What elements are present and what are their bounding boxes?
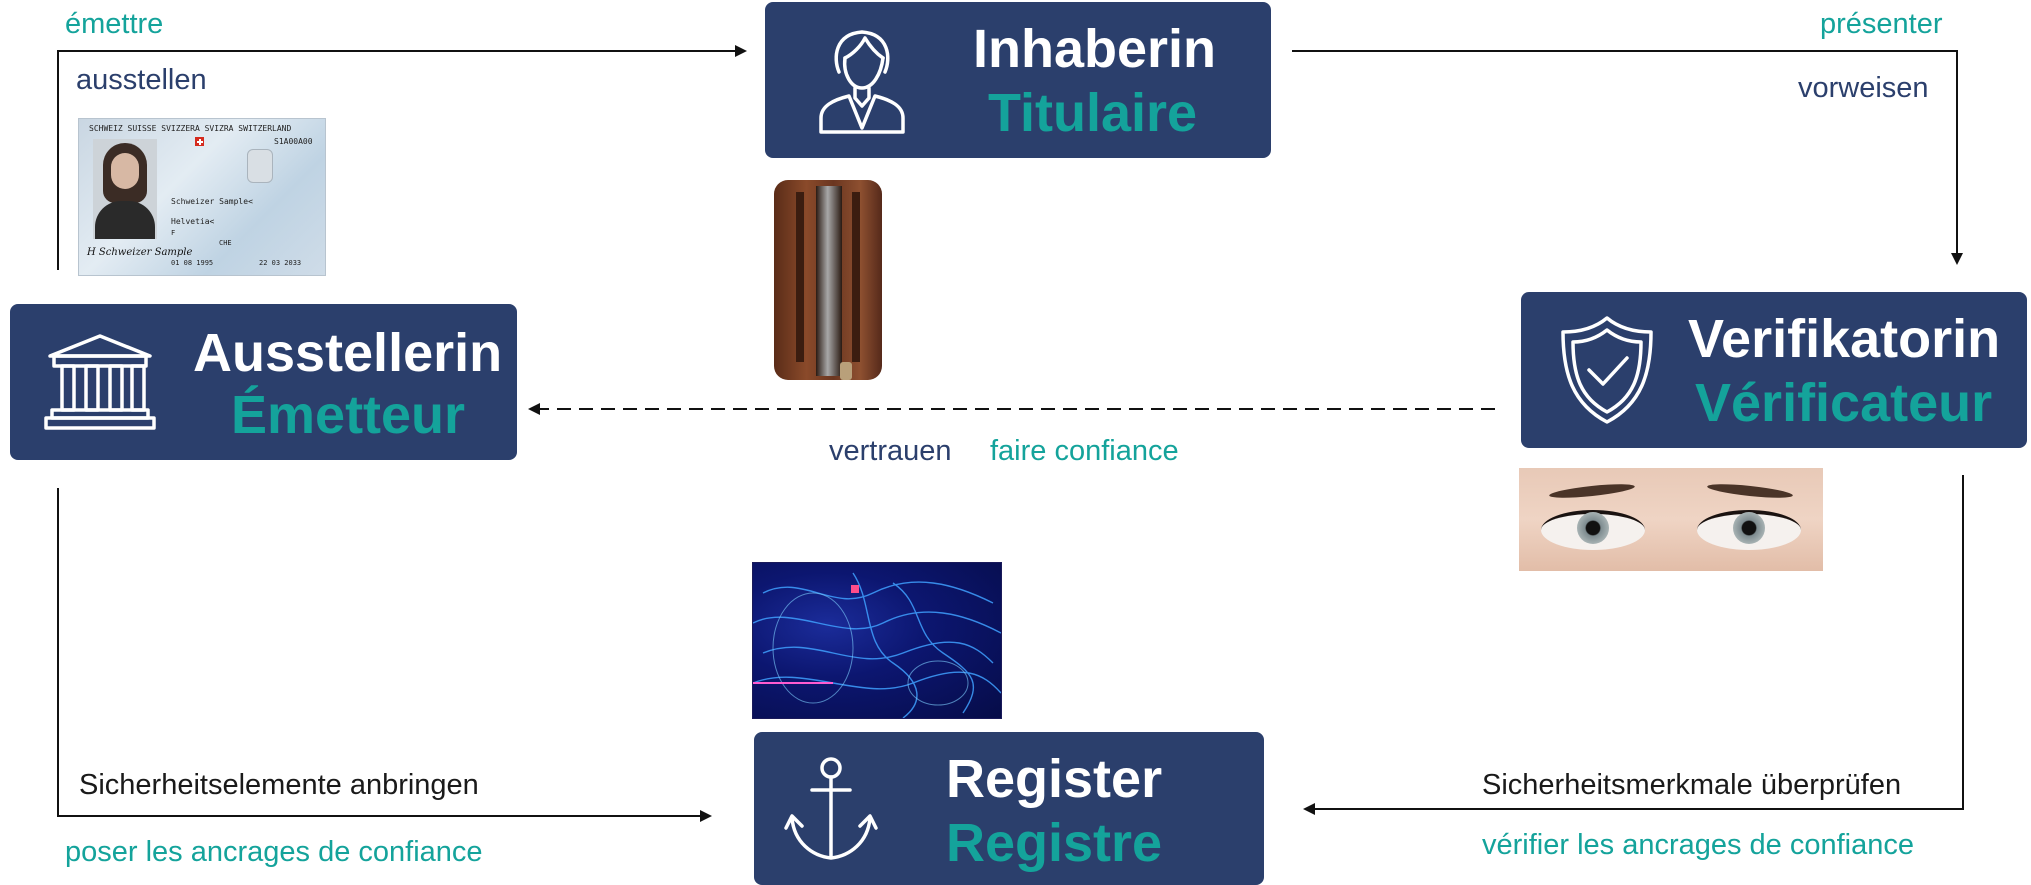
present-arrow bbox=[1292, 50, 1963, 265]
id-card-sex: F bbox=[171, 229, 176, 237]
eyes-image bbox=[1519, 468, 1823, 571]
issue-label-fr: émettre bbox=[65, 8, 164, 40]
register-box: Register Registre bbox=[754, 732, 1264, 885]
id-card-birth-date: 01 08 1995 bbox=[171, 259, 214, 267]
issuer-title-de: Ausstellerin bbox=[193, 323, 503, 383]
verifier-title-de: Verifikatorin bbox=[1688, 309, 2001, 369]
id-card-nationality: Helvetia< bbox=[171, 217, 215, 226]
id-card-portrait bbox=[93, 139, 157, 239]
swiss-flag-icon bbox=[195, 137, 204, 146]
uv-pattern bbox=[753, 572, 1001, 718]
holder-box: Inhaberin Titulaire bbox=[765, 2, 1271, 158]
holder-title-de: Inhaberin bbox=[973, 19, 1217, 79]
id-card-origin: CHE bbox=[219, 239, 232, 247]
id-card-number: S1A00A00 bbox=[274, 137, 313, 146]
issue-label-de: ausstellen bbox=[76, 64, 207, 96]
uv-security-image bbox=[752, 562, 1002, 719]
trust-label-fr: faire confiance bbox=[990, 435, 1179, 467]
id-card-chip bbox=[247, 149, 273, 183]
holder-title-fr: Titulaire bbox=[988, 83, 1198, 143]
register-title-fr: Registre bbox=[946, 813, 1163, 873]
verifier-box: Verifikatorin Vérificateur bbox=[1521, 292, 2027, 448]
id-card-header: SCHWEIZ SUISSE SVIZZERA SVIZRA SWITZERLA… bbox=[89, 124, 292, 133]
present-label-de: vorweisen bbox=[1798, 72, 1929, 104]
anchor-label-fr: poser les ancrages de confiance bbox=[65, 836, 483, 868]
verifier-title-fr: Vérificateur bbox=[1695, 373, 1993, 433]
id-card-image: SCHWEIZ SUISSE SVIZZERA SVIZRA SWITZERLA… bbox=[78, 118, 326, 276]
wallet-image bbox=[770, 172, 888, 386]
issuer-title-fr: Émetteur bbox=[231, 385, 466, 445]
anchor-label-de: Sicherheitselemente anbringen bbox=[79, 769, 479, 801]
id-card-name: Schweizer Sample< bbox=[171, 197, 253, 206]
verify-label-fr: vérifier les ancrages de confiance bbox=[1482, 829, 1915, 861]
shield-check-icon bbox=[1561, 316, 1653, 424]
person-icon bbox=[819, 30, 905, 134]
anchor-arrow bbox=[57, 488, 712, 822]
register-title-de: Register bbox=[946, 749, 1163, 809]
id-card-signature: H Schweizer Sample bbox=[87, 247, 193, 258]
anchor-icon bbox=[784, 757, 878, 860]
trust-label-de: vertrauen bbox=[829, 435, 952, 467]
verify-label-de: Sicherheitsmerkmale überprüfen bbox=[1482, 769, 1902, 801]
present-label-fr: présenter bbox=[1820, 8, 1943, 40]
verify-arrow bbox=[1303, 475, 1964, 815]
issuer-box: Ausstellerin Émetteur bbox=[10, 304, 517, 460]
id-card-expiry-date: 22 03 2033 bbox=[259, 259, 302, 267]
issue-arrow bbox=[57, 45, 747, 270]
institution-icon bbox=[44, 334, 156, 430]
